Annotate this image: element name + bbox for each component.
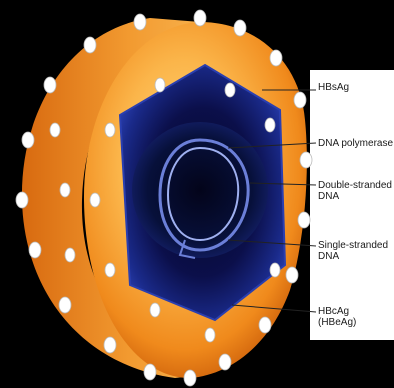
label-hbcag-line2: (HBeAg) <box>318 317 356 328</box>
label-double-stranded-line1: Double-stranded <box>318 180 392 191</box>
label-hbcag: HBcAg (HBeAg) <box>318 306 356 328</box>
label-single-stranded-line2: DNA <box>318 251 388 262</box>
label-dna-polymerase: DNA polymerase <box>318 138 393 149</box>
label-single-stranded-line1: Single-stranded <box>318 240 388 251</box>
label-hbsag: HBsAg <box>318 82 349 93</box>
label-single-stranded-dna: Single-stranded DNA <box>318 240 388 262</box>
label-hbsag-text: HBsAg <box>318 82 349 93</box>
label-hbcag-line1: HBcAg <box>318 306 356 317</box>
label-dna-polymerase-text: DNA polymerase <box>318 138 393 149</box>
label-double-stranded-line2: DNA <box>318 191 392 202</box>
label-double-stranded-dna: Double-stranded DNA <box>318 180 392 202</box>
